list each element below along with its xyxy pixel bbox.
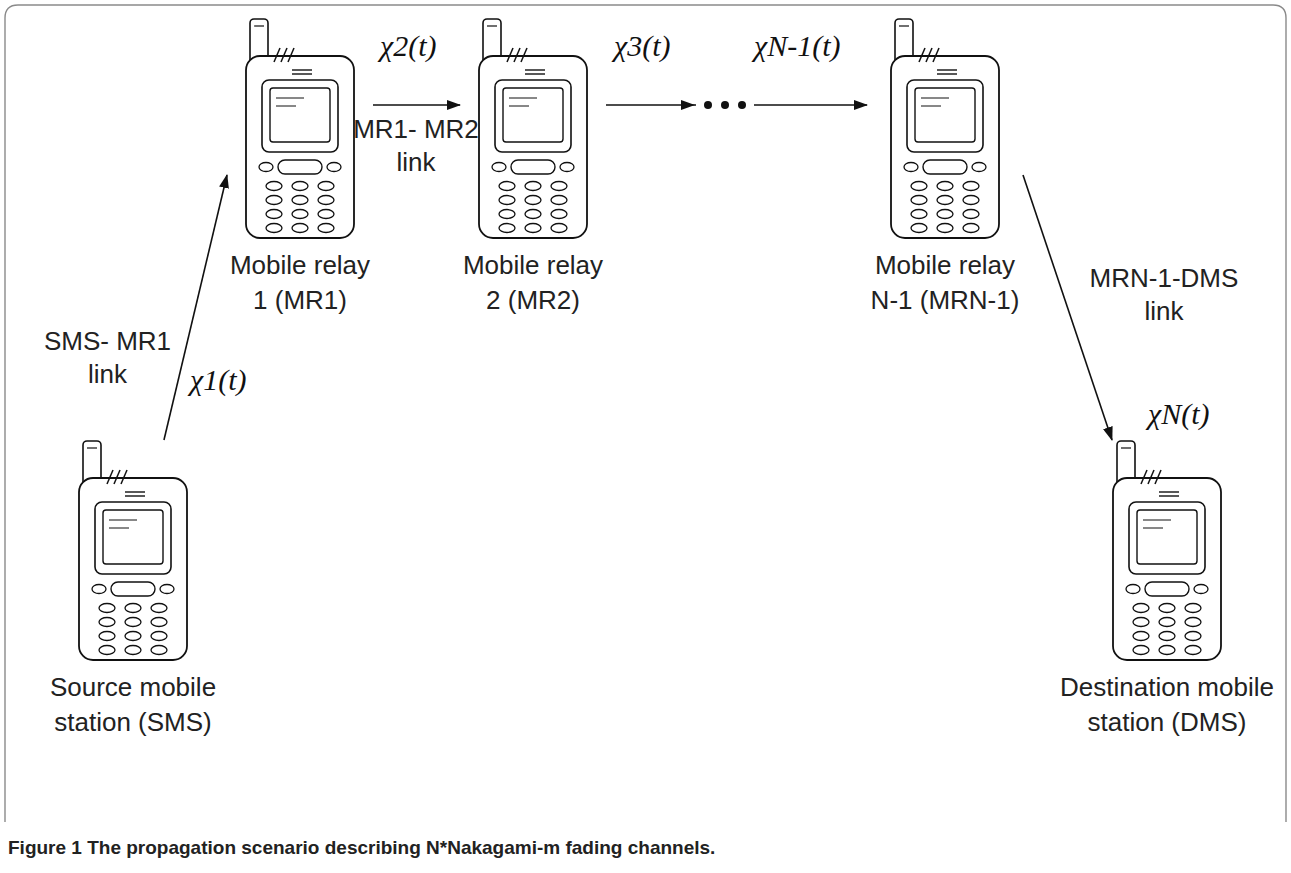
ellipsis-dot: [721, 101, 729, 109]
phone-icon: [1113, 441, 1221, 660]
mobile-station: Destination mobile station (DMS): [1057, 440, 1277, 740]
mobile-station: Mobile relay N-1 (MRN-1): [867, 18, 1023, 318]
figure-caption: Figure 1 The propagation scenario descri…: [8, 836, 1278, 860]
mobile-station: Mobile relay 2 (MR2): [460, 18, 606, 318]
station-label: Source mobile station (SMS): [47, 670, 219, 740]
link-arrow: [1023, 175, 1112, 440]
channel-symbol: χ3(t): [614, 28, 671, 64]
station-label: Mobile relay N-1 (MRN-1): [867, 248, 1023, 318]
phone-icon: [79, 441, 187, 660]
channel-symbol: χN(t): [1148, 396, 1210, 432]
link-name: MR1- MR2 link: [350, 113, 482, 179]
ellipsis-dot: [738, 101, 746, 109]
channel-symbol: χ1(t): [190, 362, 247, 398]
station-label: Destination mobile station (DMS): [1057, 670, 1277, 740]
phone-icon: [246, 19, 354, 238]
mobile-station: Source mobile station (SMS): [47, 440, 219, 740]
link-name: SMS- MR1 link: [40, 325, 175, 391]
station-label: Mobile relay 2 (MR2): [460, 248, 606, 318]
phone-icon: [479, 19, 587, 238]
ellipsis-dot: [704, 101, 712, 109]
channel-symbol: χ2(t): [380, 28, 437, 64]
gap-patch: [696, 94, 754, 116]
link-arrow: [164, 175, 227, 440]
link-name: MRN-1-DMS link: [1086, 262, 1242, 328]
mobile-station: Mobile relay 1 (MR1): [227, 18, 373, 318]
link-arrow: [373, 104, 460, 106]
channel-symbol: χN-1(t): [754, 28, 841, 64]
figure-frame: [5, 5, 1286, 822]
arrow-head: [681, 100, 695, 110]
phone-icon: [891, 19, 999, 238]
station-label: Mobile relay 1 (MR1): [227, 248, 373, 318]
